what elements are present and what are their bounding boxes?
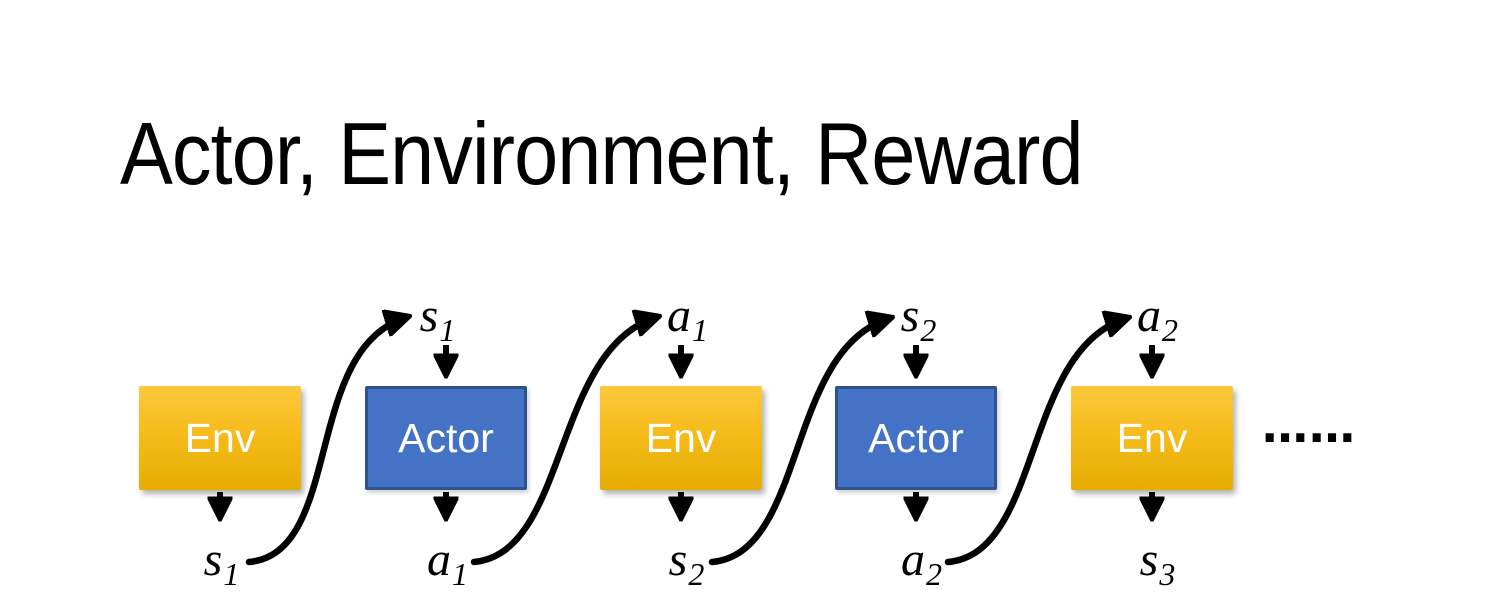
- continuation-ellipsis: ……: [1262, 399, 1356, 453]
- bottom-label-s3: s3: [1139, 533, 1176, 592]
- env-box-1-label: Env: [184, 414, 256, 461]
- bottom-label-s2: s2: [668, 533, 705, 592]
- env-box-3: Env: [1071, 386, 1233, 490]
- bottom-output-arrows: [220, 492, 1152, 517]
- curve-a2-to-env3: [944, 318, 1127, 566]
- env-box-1: Env: [139, 386, 301, 490]
- page-title: Actor, Environment, Reward: [120, 104, 1084, 203]
- curve-s1-to-actor1: [245, 317, 407, 566]
- feed-curves: [245, 317, 1127, 566]
- env-box-3-label: Env: [1116, 414, 1188, 461]
- top-label-a1: a1: [667, 289, 708, 348]
- actor-box-1: Actor: [365, 386, 527, 490]
- actor-box-1-label: Actor: [398, 414, 494, 461]
- actor-box-2-label: Actor: [868, 414, 964, 461]
- top-input-arrows: [446, 345, 1152, 374]
- bottom-label-a1: a1: [427, 533, 468, 592]
- actor-box-2: Actor: [835, 386, 997, 490]
- bottom-label-s1: s1: [203, 533, 240, 592]
- curve-s2-to-actor2: [708, 318, 890, 566]
- top-label-s2: s2: [900, 289, 937, 348]
- env-box-2: Env: [600, 386, 762, 490]
- env-box-2-label: Env: [645, 414, 717, 461]
- top-label-s1: s1: [419, 289, 456, 348]
- top-label-a2: a2: [1137, 289, 1178, 348]
- curve-a1-to-env2: [470, 317, 657, 566]
- bottom-label-a2: a2: [901, 533, 942, 592]
